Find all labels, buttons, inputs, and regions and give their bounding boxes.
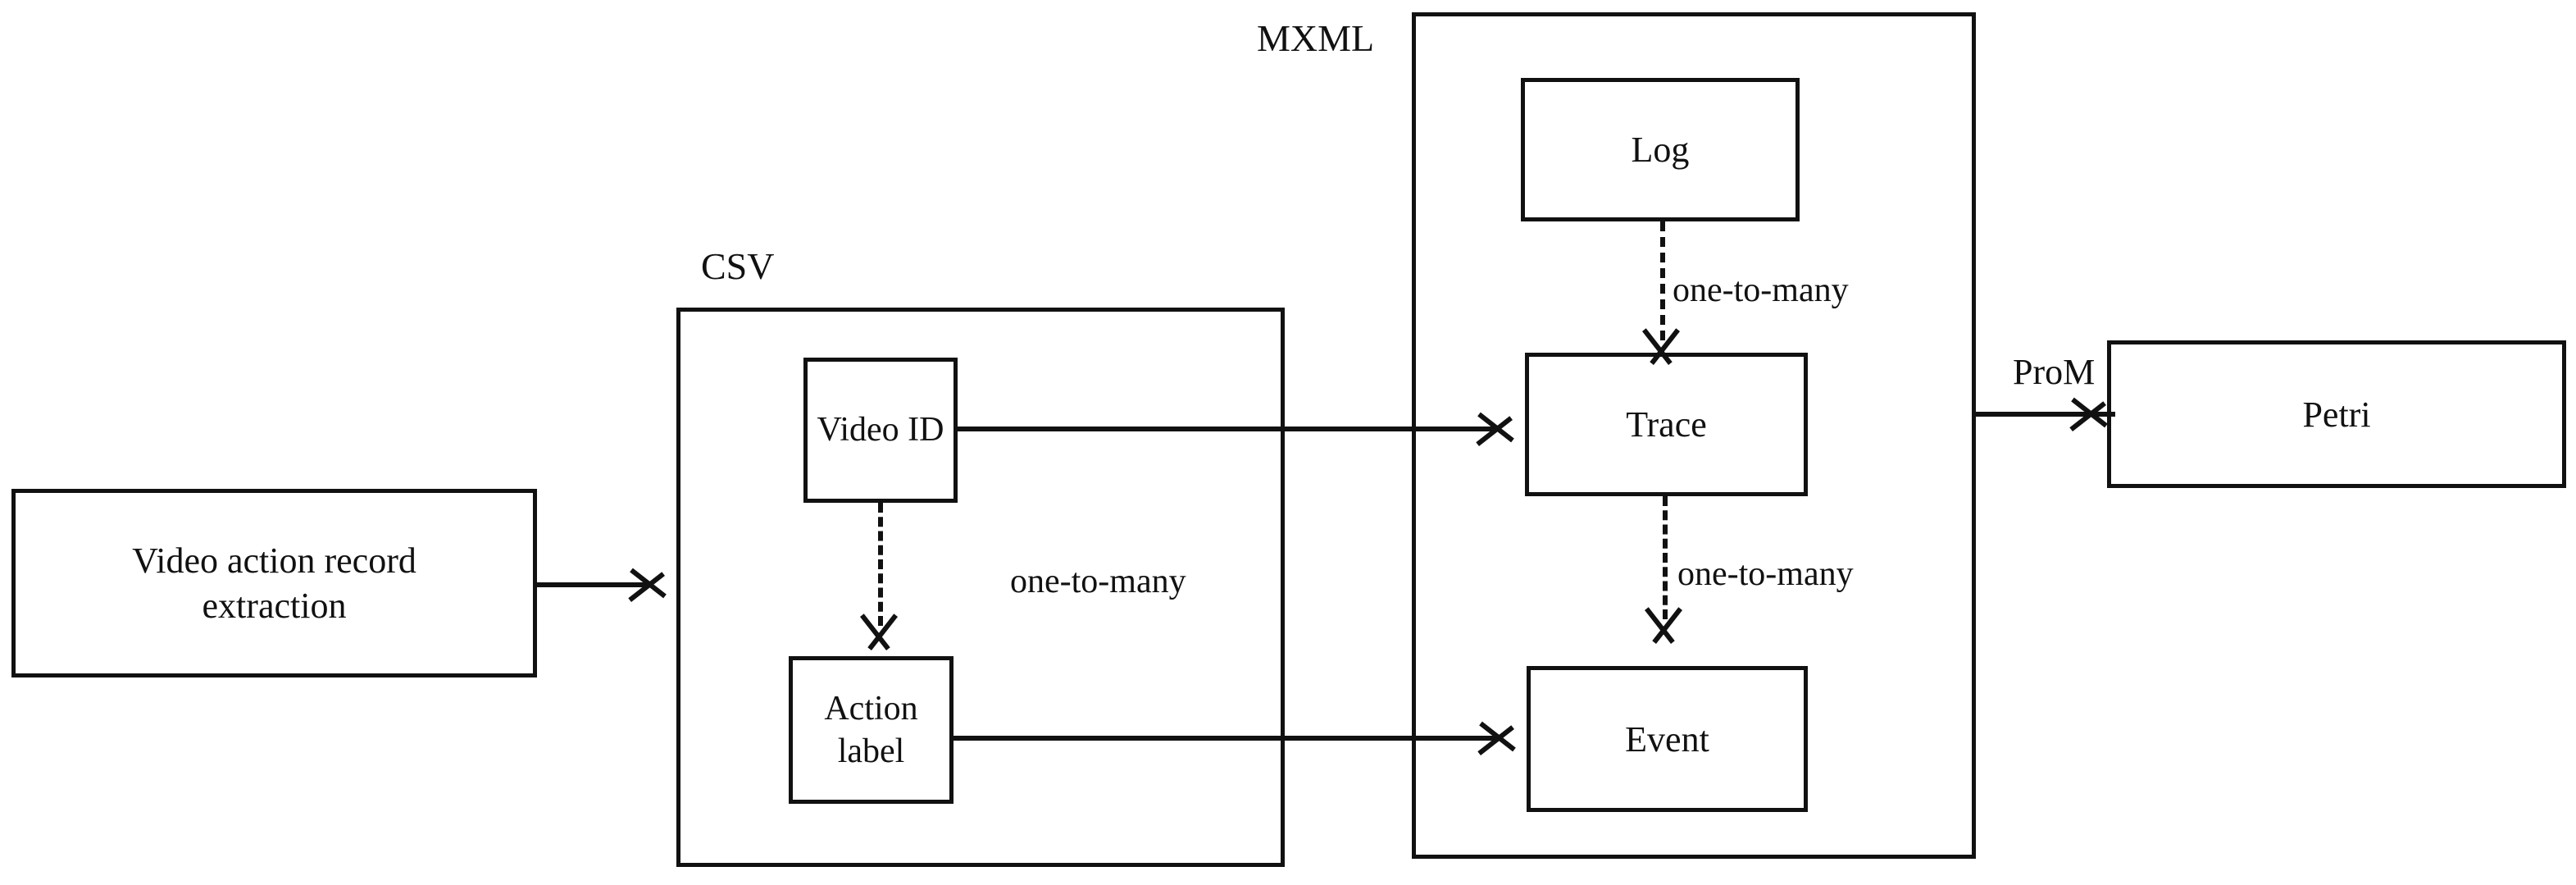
node-log[interactable]: Log: [1521, 78, 1800, 221]
edge-label-trace-event-one-to-many: one-to-many: [1677, 555, 1854, 593]
node-action-label[interactable]: Action label: [789, 656, 953, 804]
edge-videoid-to-trace-arrowhead: [1479, 405, 1517, 453]
node-video-id-label: Video ID: [817, 411, 944, 449]
container-csv: [676, 308, 1285, 867]
node-trace-label: Trace: [1626, 404, 1707, 445]
node-petri[interactable]: Petri: [2107, 340, 2566, 488]
node-extraction-line1: Video action record: [132, 541, 416, 581]
node-video-id[interactable]: Video ID: [803, 358, 958, 503]
edge-label-log-trace-one-to-many: one-to-many: [1673, 271, 1849, 309]
edge-label-csv-one-to-many: one-to-many: [1010, 563, 1186, 600]
edge-videoid-to-trace-line: [958, 427, 1499, 431]
edge-extraction-to-csv-line: [537, 582, 652, 587]
node-extraction-line2: extraction: [202, 586, 347, 626]
node-petri-label: Petri: [2302, 394, 2371, 435]
container-mxml: [1412, 12, 1976, 859]
node-action-label-text: Action label: [824, 689, 918, 771]
node-log-label: Log: [1631, 130, 1690, 170]
container-label-mxml: MXML: [1257, 17, 1375, 59]
edge-trace-to-event-arrowhead: [1640, 610, 1687, 648]
edge-action-to-event-arrowhead: [1481, 714, 1518, 762]
node-event-label: Event: [1625, 718, 1709, 760]
edge-label-prom: ProM: [2013, 352, 2096, 392]
node-extraction-label: Video action record extraction: [124, 538, 425, 628]
edge-extraction-to-csv-arrowhead: [631, 561, 669, 609]
edge-action-to-event-line: [953, 736, 1501, 741]
edge-videoid-to-action-line: [878, 503, 883, 626]
edge-log-to-trace-arrowhead: [1637, 331, 1685, 369]
edge-mxml-to-petri-line: [1972, 412, 2115, 417]
edge-videoid-to-action-arrowhead: [855, 617, 903, 655]
node-trace[interactable]: Trace: [1525, 353, 1808, 496]
edge-trace-to-event-line: [1663, 496, 1668, 619]
container-label-csv: CSV: [701, 245, 775, 287]
edge-mxml-to-petri-arrowhead: [2073, 390, 2110, 438]
edge-log-to-trace-line: [1660, 221, 1665, 340]
node-extraction[interactable]: Video action record extraction: [11, 489, 537, 677]
node-event[interactable]: Event: [1527, 666, 1808, 812]
